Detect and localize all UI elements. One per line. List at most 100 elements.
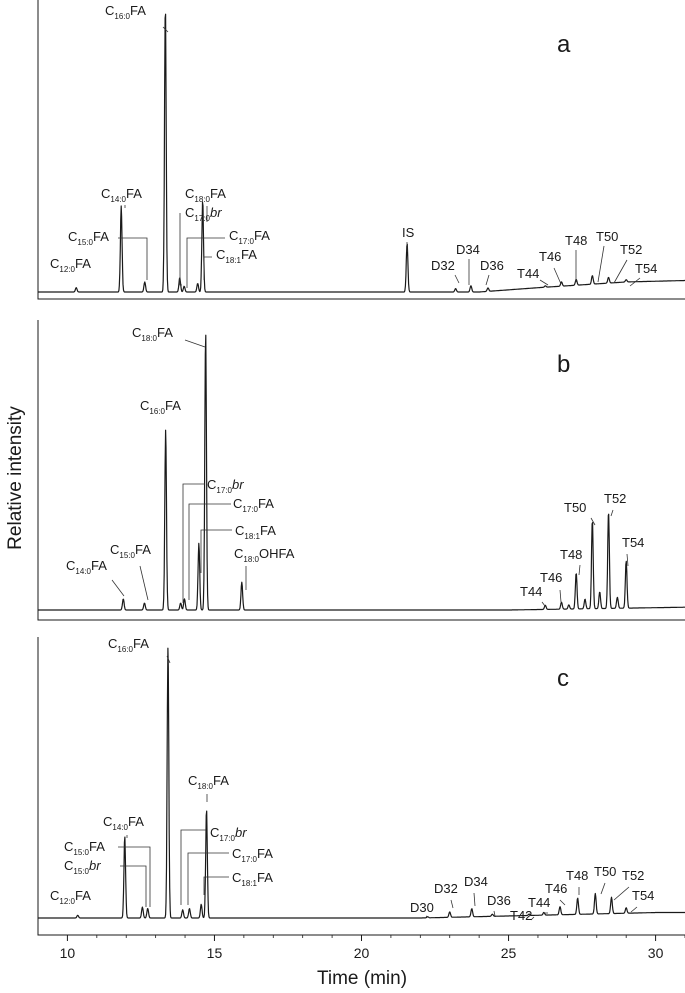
panel-b-leader-0 [184,339,206,348]
panel-a-label-3: C12:0FA [50,256,91,274]
panel-c-leader-7 [187,852,229,905]
panel-c-leader-0 [166,655,171,664]
panel-c-leader-10 [473,892,476,907]
panel-c-label-14: T50 [594,864,616,879]
panel-c-label-9: D32 [434,881,458,896]
panel-a-leader-2 [118,237,148,280]
panel-a-label-16: T44 [517,266,539,281]
panel-c-leader-18 [530,916,535,921]
panel-c-label-6: C17:0br [210,825,247,843]
panel-c-leader-12 [493,910,496,917]
panel-a-letter: a [557,31,571,58]
panel-a-label-0: C16:0FA [105,3,146,21]
panel-letters: a b c [557,31,571,692]
panel-b-leader-12 [559,589,562,603]
y-axis-title: Relative intensity [5,406,26,550]
panel-b-leader-9 [610,509,614,517]
panel-a-leader-15 [613,259,628,284]
panel-a-leader-5 [179,213,182,286]
panel-c-label-0: C16:0FA [108,636,149,654]
panel-a-leader-13 [597,245,605,283]
panel-c-leader-14 [600,882,606,895]
panel-b-label-10: T54 [622,535,644,550]
panel-frames [37,0,685,936]
label-leader-lines [111,26,641,921]
panel-a-leader-10 [454,274,460,284]
panel-c-leader-11 [425,915,431,919]
panel-c-label-10: D34 [464,874,488,889]
panel-c-label-11: D30 [410,900,434,915]
panel-a-label-11: D36 [480,258,504,273]
panel-b-label-2: C17:0br [207,477,244,495]
x-tick-label-30: 30 [648,945,664,961]
panel-c-label-4: C12:0FA [50,888,91,906]
panel-b-label-13: T44 [520,584,542,599]
panel-c-letter: c [557,665,569,692]
x-tick-label-10: 10 [60,945,76,961]
panel-b-label-12: T46 [540,570,562,585]
panel-b-leader-3 [188,503,231,600]
panel-b-label-9: T52 [604,491,626,506]
panel-b-trace [37,334,685,611]
panel-c-leader-9 [450,899,454,909]
panel-c-label-1: C14:0FA [103,814,144,832]
panel-c-label-18: T42 [510,908,532,923]
panel-a-label-7: C18:1FA [216,247,257,265]
panel-b-label-3: C17:0FA [233,496,274,514]
panel-c-label-17: T44 [528,895,550,910]
panel-a-label-14: T46 [539,249,561,264]
panel-b-leader-4 [200,529,232,573]
panel-b-leader-2 [182,483,205,603]
panel-c-label-2: C15:0FA [64,839,105,857]
x-tick-label-15: 15 [207,945,223,961]
panel-c-leader-15 [613,886,630,901]
panel-b-label-8: T50 [564,500,586,515]
panel-a-leader-14 [553,267,562,285]
panel-a-label-13: T50 [596,229,618,244]
panel-a-label-10: D32 [431,258,455,273]
panel-b-label-11: T48 [560,547,582,562]
panel-a-label-6: C17:0FA [229,228,270,246]
panel-c-label-3: C15:0br [64,858,101,876]
panel-c-label-15: T52 [622,868,644,883]
panel-a-label-9: D34 [456,242,480,257]
panel-b-label-1: C16:0FA [140,398,181,416]
panel-a-label-4: C18:0FA [185,186,226,204]
panel-c-label-13: T48 [566,868,588,883]
panel-c-label-12: D36 [487,893,511,908]
peak-labels: C16:0FAC14:0FAC15:0FAC12:0FAC18:0FAC17:0… [50,3,657,923]
panel-a-leader-17 [629,277,641,287]
panel-c-label-8: C18:1FA [232,870,273,888]
x-tick-label-20: 20 [354,945,370,961]
panel-b-leader-6 [139,565,149,601]
panel-b-leader-7 [111,579,125,597]
panel-c-label-5: C18:0FA [188,773,229,791]
panel-a-label-12: T48 [565,233,587,248]
panel-a-label-8: IS [402,225,415,240]
panel-a-leader-11 [485,274,490,286]
panel-b-letter: b [557,351,570,378]
panel-c-label-16: T46 [545,881,567,896]
panel-b-frame [37,320,685,621]
panel-b-label-5: C18:0OHFA [234,546,295,564]
panel-c-label-7: C17:0FA [232,846,273,864]
panel-c-leader-19 [630,906,638,913]
panel-a-label-5: C17:0br [185,205,222,223]
x-axis-title: Time (min) [317,968,407,989]
chromatogram-traces [37,13,685,919]
panel-a-label-17: T54 [635,261,657,276]
panel-c-label-19: T54 [632,888,654,903]
panel-a-label-2: C15:0FA [68,229,109,247]
panel-c-trace [37,647,685,919]
panel-a-leader-7 [203,256,212,280]
panel-c-leader-16 [559,899,566,906]
panel-b-leader-13 [541,601,546,607]
panel-b-label-0: C18:0FA [132,325,173,343]
panel-c-frame [37,637,685,936]
panel-b-leader-8 [590,517,596,526]
panel-a-label-1: C14:0FA [101,186,142,204]
panel-b-leader-10 [626,553,629,567]
panel-a-trace [37,13,685,293]
